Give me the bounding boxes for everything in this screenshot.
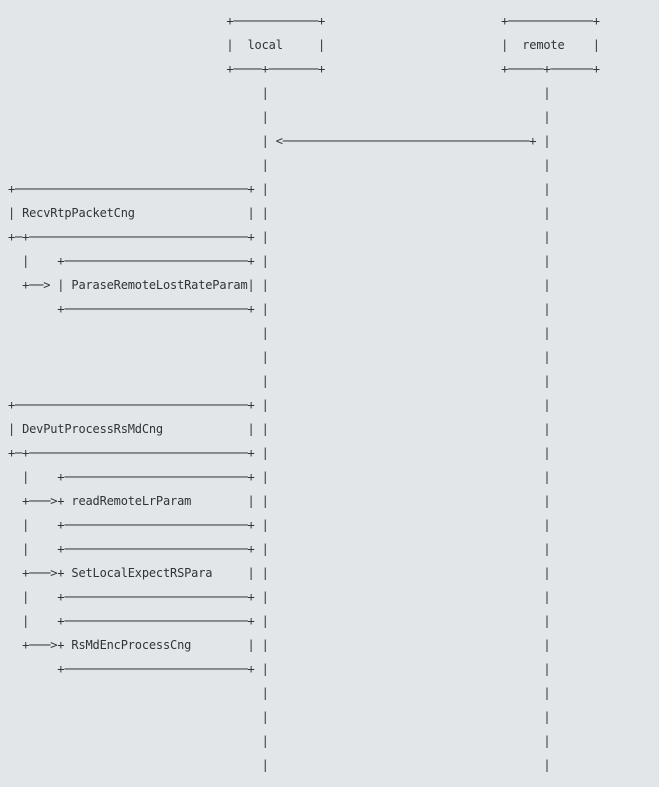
diagram-row-8-frame-label-recvrtppacketcng: | RecvRtpPacketCng | | |: [8, 206, 551, 220]
diagram-row-12-inner-box-border-end: +──────────────────────────+ | |: [8, 302, 551, 316]
diagram-row-22-inner-box-border: | +──────────────────────────+ | |: [8, 542, 551, 556]
diagram-row-7-frame-top-recvrtppacketcng: +─────────────────────────────────+ | |: [8, 182, 551, 196]
diagram-row-26-self-call-rsmdencprocesscng: +───>+ RsMdEncProcessCng | | |: [8, 638, 551, 652]
diagram-row-19-inner-box-border: | +──────────────────────────+ | |: [8, 470, 551, 484]
diagram-row-10-inner-box-border: | +──────────────────────────+ | |: [8, 254, 551, 268]
diagram-row-9-frame-bottom-recvrtppacketcng: +─+───────────────────────────────+ | |: [8, 230, 551, 244]
diagram-row-27-inner-box-border-end: +──────────────────────────+ | |: [8, 662, 551, 676]
diagram-row-11-self-call-paraseremotelostrateparam: +──> | ParaseRemoteLostRateParam| | |: [8, 278, 551, 292]
diagram-row-5-message-arrow-remote-to-local: | <───────────────────────────────────+ …: [8, 134, 551, 148]
diagram-row-21-inner-box-border: | +──────────────────────────+ | |: [8, 518, 551, 532]
ascii-sequence-diagram: +────────────+ +────────────+ | local | …: [8, 14, 600, 772]
diagram-row-25-inner-box-border: | +──────────────────────────+ | |: [8, 614, 551, 628]
diagram-row-13-lifelines: | |: [8, 326, 551, 340]
diagram-row-6-lifelines: | |: [8, 158, 551, 172]
diagram-row-31-lifelines: | |: [8, 758, 551, 772]
diagram-row-18-frame-bottom-devputprocessrsmdcng: +─+───────────────────────────────+ | |: [8, 446, 551, 460]
diagram-row-14-lifelines: | |: [8, 350, 551, 364]
diagram-row-17-frame-label-devputprocessrsmdcng: | DevPutProcessRsMdCng | | |: [8, 422, 551, 436]
diagram-row-2-participant-box-bottoms: +────+───────+ +─────+──────+: [8, 62, 600, 76]
diagram-row-4-lifelines: | |: [8, 110, 551, 124]
diagram-row-29-lifelines: | |: [8, 710, 551, 724]
diagram-row-0-participant-box-tops: +────────────+ +────────────+: [8, 14, 600, 28]
diagram-row-24-inner-box-border: | +──────────────────────────+ | |: [8, 590, 551, 604]
diagram-row-15-lifelines: | |: [8, 374, 551, 388]
diagram-row-30-lifelines: | |: [8, 734, 551, 748]
diagram-row-3-lifelines: | |: [8, 86, 551, 100]
diagram-row-23-self-call-setlocalexpectrspara: +───>+ SetLocalExpectRSPara | | |: [8, 566, 551, 580]
diagram-row-1-participant-labels: | local | | remote |: [8, 38, 600, 52]
diagram-row-20-self-call-readremotelrparam: +───>+ readRemoteLrParam | | |: [8, 494, 551, 508]
diagram-row-28-lifelines: | |: [8, 686, 551, 700]
diagram-row-16-frame-top-devputprocessrsmdcng: +─────────────────────────────────+ | |: [8, 398, 551, 412]
